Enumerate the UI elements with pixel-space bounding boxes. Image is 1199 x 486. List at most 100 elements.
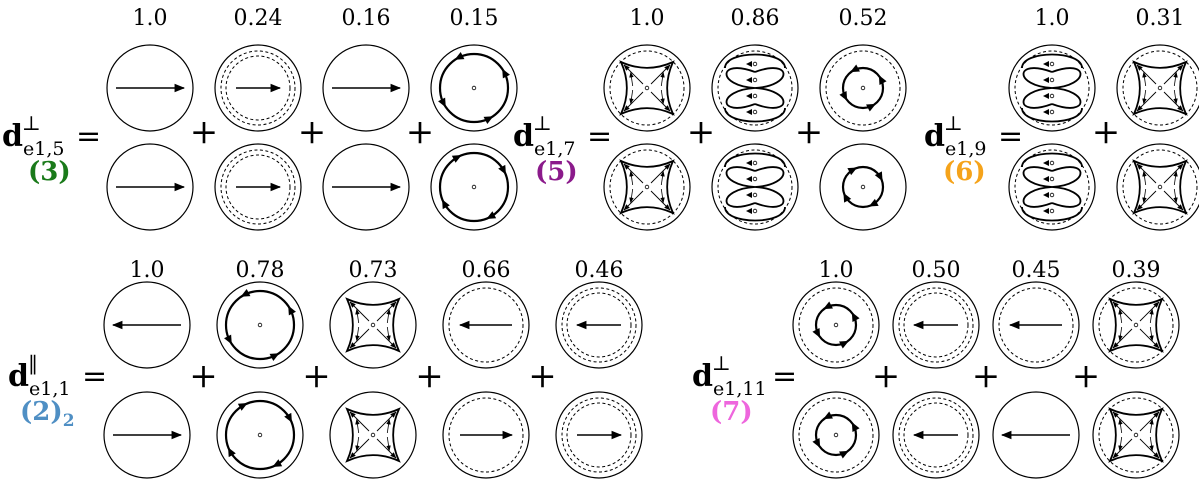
- flow-field-arrow-left-plain-icon: [992, 391, 1080, 479]
- plus-sign: +: [406, 112, 435, 152]
- plus-sign: +: [972, 356, 1001, 396]
- term: 0.39: [1092, 258, 1180, 479]
- lhs-symbol: de1,9: [924, 119, 986, 160]
- flow-field-vortex-ccw-icon: [430, 44, 518, 132]
- term: 1.0: [1008, 6, 1096, 231]
- term: 0.66: [442, 258, 530, 479]
- equals-sign: =: [998, 119, 1023, 154]
- coefficient-label: 0.66: [462, 258, 511, 283]
- coefficient-label: 1.0: [630, 6, 665, 31]
- coefficient-label: 1.0: [1035, 6, 1070, 31]
- term: 0.15: [430, 6, 518, 231]
- flow-field-arrow-left-dash-icon: [442, 281, 530, 369]
- plus-sign: +: [189, 356, 218, 396]
- flow-field-vortex-small-dash-ccw-icon: [792, 391, 880, 479]
- flow-field-star-icon: [1116, 143, 1199, 231]
- coefficient-label: 0.39: [1112, 258, 1161, 283]
- plus-sign: +: [190, 112, 219, 152]
- equation-d-e1-9: de1,9⊥ = (6) 1.0 0.31 +: [924, 6, 1199, 231]
- term: 0.16: [322, 6, 410, 231]
- flow-field-star-plain-icon: [329, 281, 417, 369]
- flow-field-arrow-right-double-icon: [214, 143, 302, 231]
- plus-sign: +: [1072, 356, 1101, 396]
- plus-sign: +: [415, 356, 444, 396]
- coefficient-label: 0.31: [1136, 6, 1185, 31]
- flow-field-arrow-left-plain-icon: [103, 281, 191, 369]
- plus-sign: +: [528, 356, 557, 396]
- plus-sign: +: [1092, 112, 1121, 152]
- group-label: (7): [710, 397, 753, 427]
- term: 1.0: [103, 258, 191, 479]
- group-label: (6): [943, 157, 986, 187]
- plus-sign: +: [298, 112, 327, 152]
- flow-field-arrow-left-dash-icon: [992, 281, 1080, 369]
- flow-field-vortex-cw-icon: [430, 143, 518, 231]
- flow-field-lobes-icon: [1008, 143, 1096, 231]
- term: 1.0: [603, 6, 691, 231]
- flow-field-lobes-icon: [1008, 44, 1096, 132]
- equals-sign: =: [772, 359, 797, 394]
- lhs-symbol: de1,5: [2, 119, 64, 160]
- coefficient-label: 0.86: [731, 6, 780, 31]
- plus-sign: +: [302, 356, 331, 396]
- term: 0.46: [555, 258, 643, 479]
- flow-field-arrow-right-plain-icon: [322, 143, 410, 231]
- lhs-superscript: ⊥: [533, 111, 552, 135]
- flow-field-arrow-right-plain-icon: [106, 143, 194, 231]
- flow-field-star-icon: [603, 44, 691, 132]
- flow-field-arrow-left-double-icon: [892, 391, 980, 479]
- term: 0.50: [892, 258, 980, 479]
- lhs-superscript: ⊥: [712, 351, 731, 375]
- flow-field-arrow-right-plain-icon: [103, 391, 191, 479]
- coefficient-label: 1.0: [819, 258, 854, 283]
- flow-field-arrow-right-plain-icon: [322, 44, 410, 132]
- group-label: (5): [535, 157, 578, 187]
- flow-field-vortex-ccw-icon: [216, 281, 304, 369]
- plus-sign: +: [795, 112, 824, 152]
- flow-field-star-icon: [1092, 391, 1180, 479]
- flow-field-arrow-right-dash-icon: [442, 391, 530, 479]
- coefficient-label: 0.45: [1012, 258, 1061, 283]
- coefficient-label: 0.24: [234, 6, 283, 31]
- term: 1.0: [106, 6, 194, 231]
- coefficient-label: 0.78: [236, 258, 285, 283]
- coefficient-label: 1.0: [133, 6, 168, 31]
- coefficient-label: 0.16: [342, 6, 391, 31]
- flow-field-vortex-small-dash-ccw-icon: [792, 281, 880, 369]
- plus-sign: +: [687, 112, 716, 152]
- lhs-symbol: de1,11: [692, 359, 767, 400]
- flow-field-arrow-left-double-icon: [555, 281, 643, 369]
- term: 0.45: [992, 258, 1080, 479]
- coefficient-label: 0.46: [575, 258, 624, 283]
- equals-sign: =: [76, 119, 101, 154]
- lhs-superscript: ‖: [28, 351, 38, 376]
- coefficient-label: 0.15: [450, 6, 499, 31]
- flow-field-star-icon: [1092, 281, 1180, 369]
- equals-sign: =: [82, 359, 107, 394]
- term: 0.78: [216, 258, 304, 479]
- coefficient-label: 1.0: [130, 258, 165, 283]
- lhs-superscript: ⊥: [22, 111, 41, 135]
- flow-field-arrow-right-plain-icon: [106, 44, 194, 132]
- coefficient-label: 0.52: [839, 6, 888, 31]
- coefficient-label: 0.50: [912, 258, 961, 283]
- term: 0.24: [214, 6, 302, 231]
- flow-field-lobes-icon: [711, 44, 799, 132]
- flow-field-vortex-small-cw-icon: [819, 143, 907, 231]
- flow-field-arrow-right-double-icon: [555, 391, 643, 479]
- flow-field-vortex-cw-icon: [216, 391, 304, 479]
- term: 1.0: [792, 258, 880, 479]
- flow-field-star-icon: [603, 143, 691, 231]
- plus-sign: +: [872, 356, 901, 396]
- term: 0.73: [329, 258, 417, 479]
- equation-d-e1-11: de1,11⊥ = (7) 1.0 0.50 +0.45 +0.39 +: [692, 258, 1180, 479]
- lhs-superscript: ⊥: [944, 111, 963, 135]
- lhs-symbol: de1,1: [8, 359, 70, 400]
- flow-field-lobes-icon: [711, 143, 799, 231]
- flow-field-star-icon: [1116, 44, 1199, 132]
- equals-sign: =: [587, 119, 612, 154]
